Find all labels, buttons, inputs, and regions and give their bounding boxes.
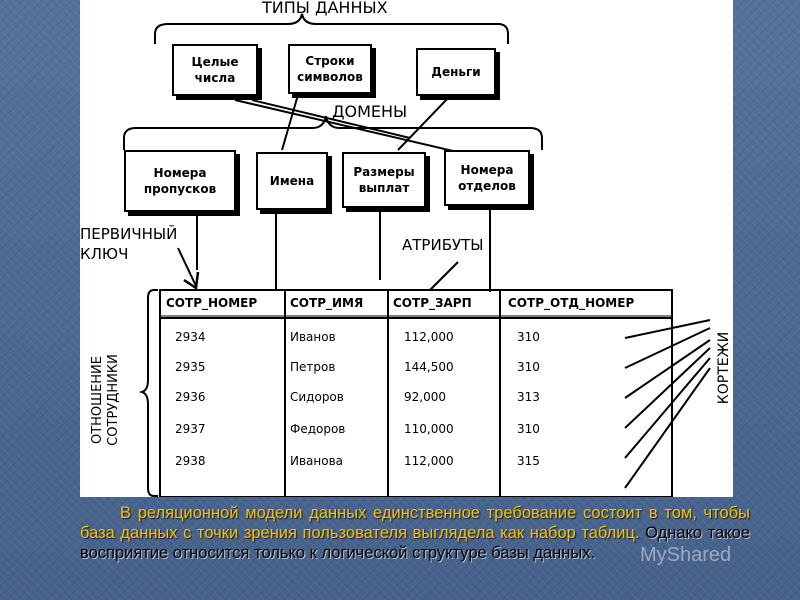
domain-box-dept-numbers: Номера отделов: [444, 150, 530, 206]
slide-caption: В реляционной модели данных единственное…: [80, 503, 750, 563]
table-cell: 2938: [175, 454, 206, 468]
type-box-strings: Строки символов: [288, 44, 372, 94]
column-header: СОТР_ОТД_НОМЕР: [508, 296, 635, 310]
table-cell: 310: [517, 330, 540, 344]
column-header: СОТР_НОМЕР: [166, 296, 258, 310]
domain-box-pass-numbers: Номера пропусков: [124, 150, 236, 212]
table-cell: 112,000: [404, 454, 454, 468]
column-header: СОТР_ЗАРП: [393, 296, 472, 310]
data-types-title: ТИПЫ ДАННЫХ: [262, 0, 388, 17]
relation-label: ОТНОШЕНИЕ СОТРУДНИКИ: [90, 354, 121, 446]
caption-highlight: В реляционной модели данных единственное…: [80, 504, 750, 542]
type-box-integers: Целые числа: [172, 44, 258, 96]
table-cell: Иванова: [290, 454, 344, 468]
column-header: СОТР_ИМЯ: [290, 296, 364, 310]
table-cell: 310: [517, 360, 540, 374]
domain-box-names: Имена: [256, 152, 328, 210]
table-cell: 310: [517, 422, 540, 436]
watermark: MyShared: [640, 544, 732, 566]
table-cell: 313: [517, 390, 540, 404]
domains-title: ДОМЕНЫ: [332, 102, 408, 121]
domain-box-salaries: Размеры выплат: [342, 152, 426, 208]
tuples-label: КОРТЕЖИ: [716, 331, 732, 405]
table-cell: 144,500: [404, 360, 454, 374]
type-box-money: Деньги: [416, 48, 496, 96]
table-cell: 2937: [175, 422, 206, 436]
caption-rest: Однако такое восприятие относится только…: [80, 524, 750, 562]
table-cell: Федоров: [290, 422, 346, 436]
table-cell: 2934: [175, 330, 206, 344]
table-cell: 315: [517, 454, 540, 468]
attributes-label: АТРИБУТЫ: [402, 236, 484, 254]
table-cell: 110,000: [404, 422, 454, 436]
primary-key-label: ПЕРВИЧНЫЙ КЛЮЧ: [80, 225, 178, 263]
table-cell: Иванов: [290, 330, 336, 344]
table-cell: 112,000: [404, 330, 454, 344]
diagram-lines: [123, 13, 711, 497]
table-cell: Петров: [290, 360, 336, 374]
table-cell: Сидоров: [290, 390, 344, 404]
table-cell: 2935: [175, 360, 206, 374]
table-cell: 92,000: [404, 390, 446, 404]
relational-model-diagram: ТИПЫ ДАННЫХ Целые числа Строки символов …: [80, 0, 733, 497]
table-cell: 2936: [175, 390, 206, 404]
